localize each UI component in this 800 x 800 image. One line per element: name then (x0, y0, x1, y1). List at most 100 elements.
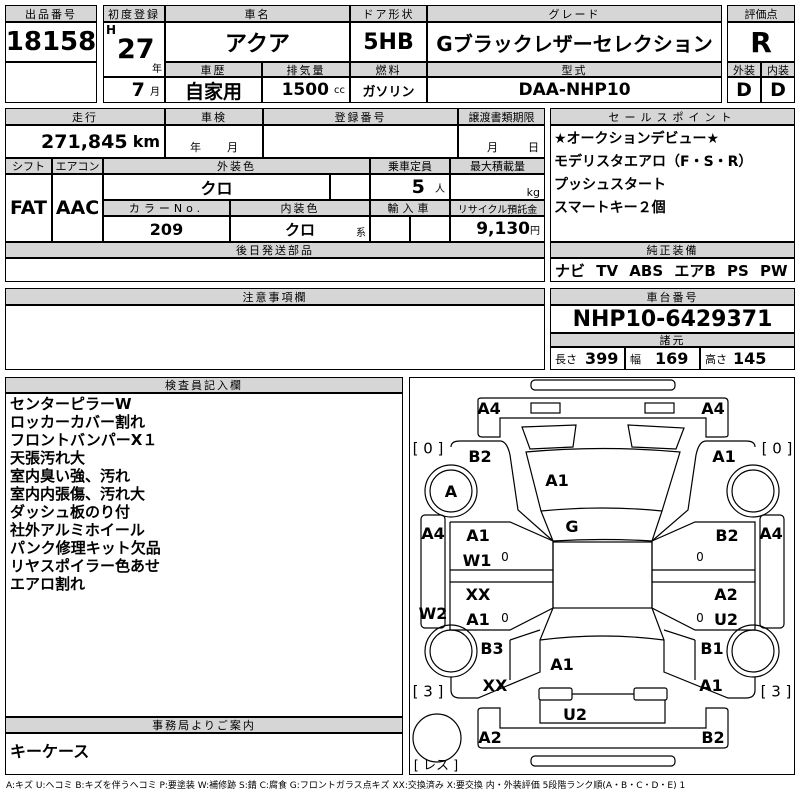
door-label: ドア形状 (350, 5, 427, 22)
remark: フロントバンパーX１ (10, 431, 158, 449)
capacity-cell: 5 人 (370, 174, 450, 200)
recycle-label: リサイクル預託金 (450, 200, 545, 216)
remark: パンク修理キット欠品 (10, 539, 161, 557)
tire-tread-rl: [ 3 ] (412, 682, 444, 701)
damage-label: G (565, 517, 579, 536)
first-reg-month-cell: 7 月 (103, 77, 165, 103)
legend: A:キズ U:ヘコミ B:キズを伴うヘコミ P:要塗装 W:補修跡 S:錆 C:… (6, 781, 686, 791)
displacement-cell: 1500 cc (262, 77, 350, 103)
notes-label: 注意事項欄 (5, 288, 545, 305)
mileage-label: 走行 (5, 108, 165, 125)
damage-label: U2 (713, 610, 739, 629)
import-label: 輸入車 (370, 200, 450, 216)
notes (5, 305, 545, 370)
damage-label: A1 (699, 676, 723, 695)
month-unit: 月 (487, 141, 498, 154)
damage-label: XX (482, 676, 508, 695)
ext-score: D (727, 77, 761, 103)
lot-blank (5, 62, 97, 103)
model-code: DAA-NHP10 (427, 77, 722, 103)
later-parts (5, 258, 545, 282)
door-type: 5HB (350, 22, 427, 62)
damage-label: B2 (715, 526, 739, 545)
history: 自家用 (165, 77, 262, 103)
door-mark: 0 (501, 611, 509, 625)
first-reg-year-cell: H 27 年 (103, 22, 165, 77)
car-name-label: 車名 (165, 5, 350, 22)
remark: ロッカーカバー割れ (10, 413, 146, 431)
door-mark: 0 (696, 611, 704, 625)
chassis-number: NHP10-6429371 (550, 305, 795, 333)
spare-tire-status: [ レス ] (413, 758, 459, 774)
yen-unit: 円 (530, 225, 540, 237)
ext-color: クロ (103, 174, 330, 200)
int-color-label: 内装色 (230, 200, 370, 216)
tire-tread-fl: [ 0 ] (412, 439, 444, 458)
grade: Gブラックレザーセレクション (427, 22, 722, 62)
int-color-cell: クロ系 (230, 216, 370, 242)
inspection-label: 車検 (165, 108, 263, 125)
car-diagram-frame (409, 377, 795, 775)
damage-label: XX (465, 585, 491, 604)
remark: ダッシュ板のり付 (10, 503, 131, 521)
shift: FAT (5, 174, 52, 242)
recycle-fee: 9,130 (476, 219, 530, 239)
damage-label: A4 (701, 399, 725, 418)
ext-color-label: 外装色 (103, 158, 370, 174)
sales-point: スマートキー２個 (554, 200, 666, 216)
reg-month: 7 (131, 79, 145, 101)
damage-label: W1 (462, 551, 492, 570)
model-label: 型式 (427, 62, 722, 77)
remark: 社外アルミホイール (10, 521, 145, 539)
damage-label: A (444, 482, 458, 501)
month-unit: 月 (150, 86, 160, 98)
capacity: 5 (411, 176, 425, 198)
remark: エアロ割れ (10, 575, 86, 593)
transfer-label: 譲渡書類期限 (458, 108, 545, 125)
sales-point: ★オークションデビュー★ (554, 131, 720, 147)
remark: 室内内張傷、汚れ大 (10, 485, 146, 503)
damage-label: B2 (468, 447, 492, 466)
damage-label: A4 (477, 399, 501, 418)
damage-label: A4 (421, 524, 445, 543)
office-note: キーケース (5, 733, 403, 775)
aircon-label: エアコン (52, 158, 103, 174)
length: 399 (585, 349, 619, 368)
damage-label: B2 (701, 728, 725, 747)
displacement-label: 排気量 (262, 62, 350, 77)
later-parts-label: 後日発送部品 (5, 242, 545, 258)
damage-label: A1 (466, 526, 490, 545)
year-unit: 年 (152, 64, 162, 75)
reg-no-label: 登録番号 (263, 108, 458, 125)
year-unit: 年 (190, 141, 201, 154)
tire-tread-fr: [ 0 ] (761, 439, 793, 458)
car-name: アクア (165, 22, 350, 62)
grade-label: グレード (427, 5, 722, 22)
lot-number: 18158 (5, 22, 97, 62)
damage-label: A2 (478, 728, 502, 747)
equipment: ナビ TV ABS エアB PS PW (550, 258, 795, 282)
shift-label: シフト (5, 158, 52, 174)
sales-points: ★オークションデビュー★ モデリスタエアロ（F・S・R） プッシュスタート スマ… (550, 125, 795, 242)
capacity-label: 乗車定員 (370, 158, 450, 174)
sales-point: モデリスタエアロ（F・S・R） (554, 154, 753, 170)
import-cell-1 (370, 216, 410, 242)
int-score-label: 内装 (761, 62, 795, 77)
person-unit: 人 (435, 183, 445, 195)
mileage-cell: 271,845 km (5, 125, 165, 158)
day-unit: 日 (528, 141, 539, 154)
damage-label: A1 (545, 471, 569, 490)
reg-year: 27 (117, 34, 155, 65)
fuel: ガソリン (350, 77, 427, 103)
mileage: 271,845 (41, 130, 128, 153)
sales-points-label: セールスポイント (550, 108, 795, 125)
color-no: 209 (103, 216, 230, 242)
import-cell-2 (410, 216, 450, 242)
height-label: 高さ (705, 352, 727, 366)
tire-tread-rr: [ 3 ] (760, 682, 792, 701)
int-score: D (761, 77, 795, 103)
ext-color-extra (330, 174, 370, 200)
